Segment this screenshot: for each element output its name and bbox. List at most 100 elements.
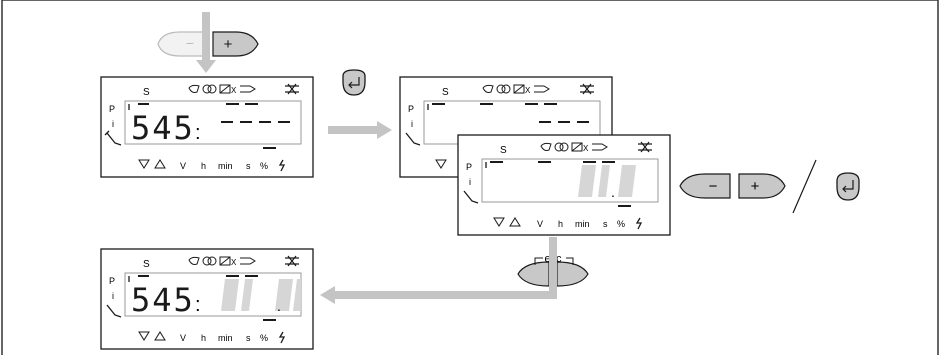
lightning-icon — [278, 331, 286, 344]
arrow-down-to-panel-1 — [196, 12, 216, 73]
fan-icon — [240, 257, 256, 265]
wrench-icon — [104, 130, 122, 146]
plus-label: + — [751, 178, 760, 195]
unit-s: s — [603, 219, 608, 229]
flame-icon — [188, 256, 200, 265]
svg-text:X: X — [525, 86, 531, 95]
right-button-group: − + — [679, 159, 860, 214]
unit-h: h — [201, 333, 206, 343]
minus-label: − — [186, 35, 194, 51]
arrow-right-to-panel-2 — [328, 121, 392, 139]
decimal-point: . — [611, 184, 615, 200]
plus-button[interactable] — [212, 31, 259, 57]
esc-bracket — [534, 257, 574, 265]
minus-label: − — [709, 178, 718, 195]
parameter-separator: : — [195, 122, 201, 144]
decimal-point: . — [277, 298, 281, 314]
unit-h: h — [201, 161, 206, 171]
letter-i: i — [112, 119, 114, 129]
status-letter-s: S — [500, 145, 507, 156]
plus-label: + — [224, 36, 233, 53]
letter-p: P — [109, 104, 115, 114]
ignition-off-icon — [580, 83, 594, 95]
letter-i: i — [411, 119, 413, 129]
arrow-up-icon — [154, 331, 166, 341]
status-letter-s: S — [442, 87, 449, 98]
unit-min: min — [218, 333, 233, 343]
letter-p: P — [408, 104, 414, 114]
oil-pump-icon — [496, 84, 511, 94]
air-damper-icon: X — [513, 84, 531, 95]
letter-p: P — [109, 276, 115, 286]
letter-p: P — [466, 162, 472, 172]
enter-button-top[interactable] — [342, 69, 366, 96]
flame-icon — [188, 84, 200, 93]
letter-i: i — [112, 291, 114, 301]
unit-percent: % — [260, 161, 268, 171]
unit-min: min — [218, 161, 233, 171]
ignition-off-icon — [285, 83, 299, 95]
gray-blocks — [221, 279, 301, 311]
arrow-up-icon — [154, 159, 166, 169]
wrench-icon — [463, 190, 479, 204]
unit-v: V — [537, 219, 543, 229]
letter-i: i — [469, 177, 471, 187]
unit-percent: % — [617, 219, 625, 229]
display-panel-3: S X P i . V h min s % — [457, 134, 671, 236]
wrench-icon — [106, 304, 122, 318]
display-panel-1: S X P i 545 : V h min s % — [100, 76, 314, 178]
enter-button[interactable] — [836, 172, 860, 201]
arrow-down-icon — [138, 331, 150, 341]
unit-v: V — [180, 333, 186, 343]
flame-icon — [482, 84, 494, 93]
segment-dashes — [490, 161, 631, 207]
ignition-off-icon — [638, 141, 652, 153]
oil-pump-icon — [554, 142, 569, 152]
unit-s: s — [246, 333, 251, 343]
parameter-number: 545 — [131, 281, 195, 319]
unit-s: s — [246, 161, 251, 171]
wrench-icon — [405, 132, 421, 146]
status-letter-s: S — [143, 87, 150, 98]
oil-pump-icon — [202, 256, 217, 266]
esc-button-left[interactable] — [517, 261, 550, 287]
segment-dashes — [226, 275, 276, 321]
display-panel-4: S X P i 545 : . V h min s % — [100, 248, 314, 350]
air-damper-icon: X — [219, 84, 237, 95]
svg-text:X: X — [231, 258, 237, 267]
ignition-off-icon — [285, 255, 299, 267]
lightning-icon — [635, 217, 643, 230]
air-damper-icon: X — [571, 142, 589, 153]
lightning-icon — [278, 159, 286, 172]
minus-button[interactable] — [679, 173, 731, 199]
fan-icon — [240, 85, 256, 93]
arrow-up-icon — [509, 217, 521, 227]
plus-button[interactable] — [738, 173, 786, 199]
arrow-down-icon — [138, 159, 150, 169]
unit-v: V — [180, 161, 186, 171]
segment-dashes — [432, 103, 589, 123]
parameter-separator: : — [195, 294, 201, 316]
svg-text:X: X — [231, 86, 237, 95]
flame-icon — [540, 142, 552, 151]
enter-icon — [842, 180, 854, 193]
divider-slash — [792, 159, 817, 214]
unit-percent: % — [260, 333, 268, 343]
top-button-pair: − + — [157, 31, 259, 57]
arrow-down-icon — [493, 217, 505, 227]
minus-button-inactive[interactable] — [157, 31, 206, 57]
enter-icon — [348, 77, 360, 89]
svg-text:X: X — [583, 144, 589, 153]
arrow-return-to-panel-4 — [320, 237, 557, 304]
parameter-number: 545 — [131, 109, 195, 147]
fan-icon — [592, 143, 608, 151]
esc-button-right[interactable] — [556, 261, 589, 287]
unit-min: min — [575, 219, 590, 229]
fan-icon — [534, 85, 550, 93]
status-letter-s: S — [143, 259, 150, 270]
segment-dashes — [221, 103, 290, 149]
gray-blocks — [578, 165, 636, 197]
